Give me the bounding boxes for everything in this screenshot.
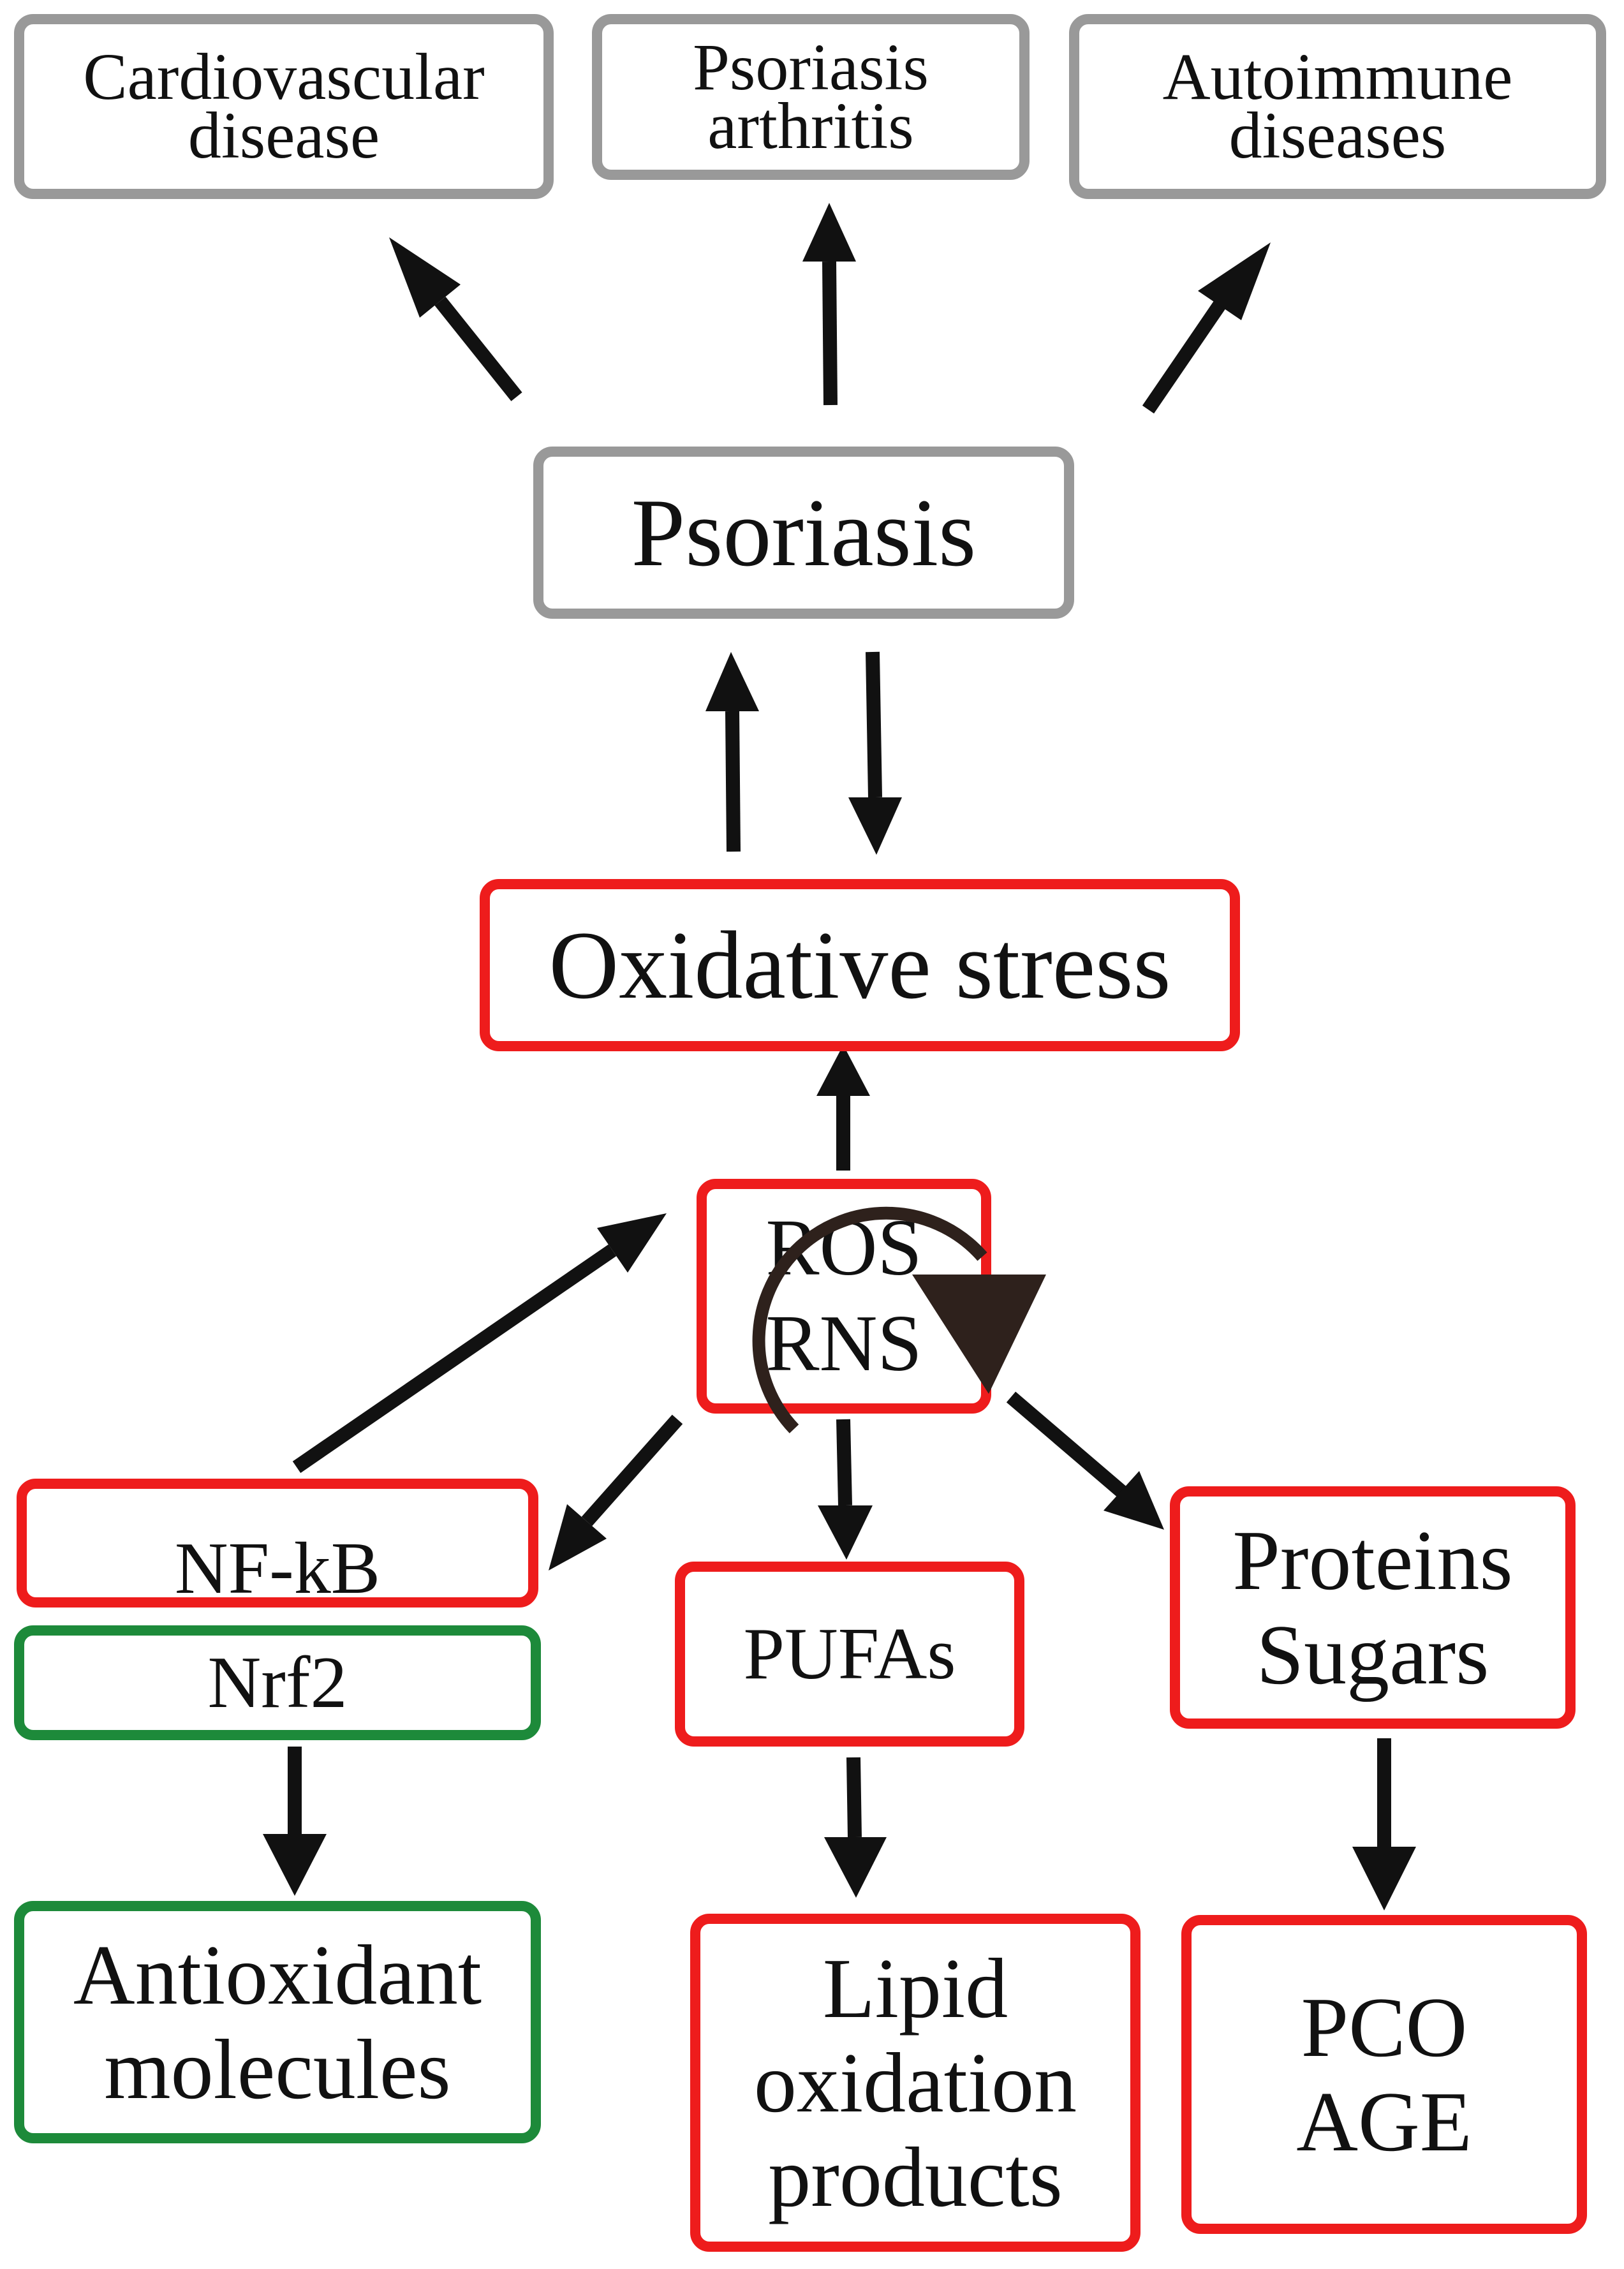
node-label-line: Psoriasis xyxy=(693,31,929,104)
node-label-line: RNS xyxy=(765,1299,922,1388)
arrow-ros-to-nfkb xyxy=(549,1414,683,1571)
node-label-line: Proteins xyxy=(1232,1513,1513,1608)
arrow-oxidative-stress-to-psoriasis xyxy=(705,652,759,852)
node-nrf2: Nrf2 xyxy=(14,1625,541,1740)
arrow-psoriasis-to-autoimmune xyxy=(1142,242,1271,414)
node-label-line: Cardiovascular xyxy=(83,40,485,114)
arrow-ros-to-proteins xyxy=(1006,1391,1164,1530)
arrow-ros-to-oxidative-stress xyxy=(816,1045,870,1171)
node-label-line: disease xyxy=(188,99,380,172)
arrow-proteins-to-pco xyxy=(1352,1738,1416,1911)
node-label-line: molecules xyxy=(104,2022,451,2117)
node-label-line: oxidation xyxy=(753,2036,1077,2130)
node-label-line: products xyxy=(768,2130,1063,2224)
arrow-nrf2-to-antioxidant xyxy=(263,1747,327,1896)
node-nfkb: NF-kB xyxy=(17,1479,538,1608)
node-label-line: diseases xyxy=(1229,99,1447,172)
node-label-line: PCO xyxy=(1301,1980,1468,2074)
node-label-line: Autoimmune xyxy=(1162,40,1513,114)
node-psoriasis: Psoriasis xyxy=(533,447,1074,619)
node-pco-age: PCO AGE xyxy=(1181,1915,1587,2234)
arrow-psoriasis-to-arthritis xyxy=(802,203,856,406)
arrow-pufas-to-lipid xyxy=(824,1757,887,1898)
node-label: Nrf2 xyxy=(207,1642,348,1724)
node-lipid-oxidation-products: Lipid oxidation products xyxy=(690,1914,1140,2252)
node-proteins-sugars: Proteins Sugars xyxy=(1170,1486,1576,1729)
node-label-line: AGE xyxy=(1296,2074,1472,2169)
node-label: Oxidative stress xyxy=(549,912,1171,1019)
arrow-psoriasis-to-cardiovascular xyxy=(389,237,522,401)
node-oxidative-stress: Oxidative stress xyxy=(480,879,1240,1051)
node-label: NF-kB xyxy=(174,1528,381,1609)
node-label: PUFAs xyxy=(743,1613,956,1695)
node-psoriasis-arthritis: Psoriasis arthritis xyxy=(592,14,1030,180)
node-label-line: Sugars xyxy=(1256,1608,1489,1702)
node-cardiovascular-disease: Cardiovascular disease xyxy=(14,14,554,199)
node-label-line: ROS xyxy=(765,1204,922,1292)
arrow-nfkb-to-ros xyxy=(292,1213,667,1474)
node-ros-rns: ROS RNS xyxy=(697,1179,991,1414)
arrow-ros-to-pufas xyxy=(818,1419,873,1560)
node-label-line: arthritis xyxy=(707,89,914,163)
node-pufas: PUFAs xyxy=(675,1562,1024,1747)
node-label-line: Antioxidant xyxy=(73,1928,482,2022)
arrow-psoriasis-to-oxidative-stress xyxy=(848,651,902,855)
node-label-line: Lipid xyxy=(822,1941,1008,2036)
node-autoimmune-diseases: Autoimmune diseases xyxy=(1069,14,1606,199)
node-antioxidant-molecules: Antioxidant molecules xyxy=(14,1901,541,2143)
node-label: Psoriasis xyxy=(631,479,977,586)
